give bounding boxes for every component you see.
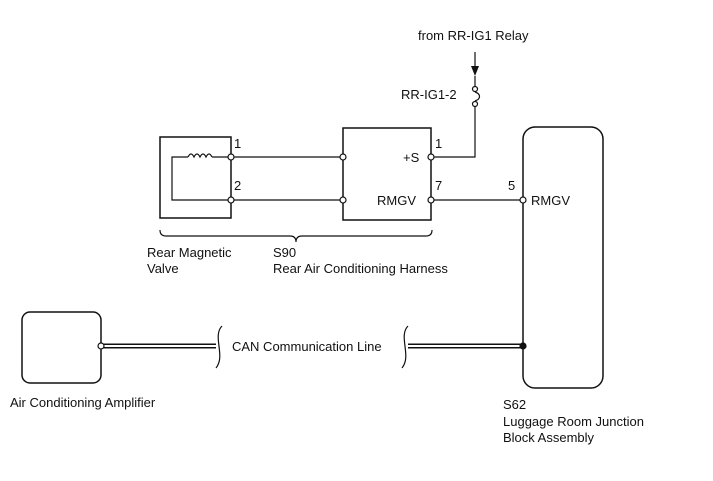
amplifier-name: Air Conditioning Amplifier (10, 395, 156, 410)
valve-name-line2: Valve (147, 261, 179, 276)
valve-pin2-number: 2 (234, 178, 241, 193)
rear-magnetic-valve-box (159, 136, 232, 219)
valve-pin1-number: 1 (234, 136, 241, 151)
harness-left-pin-bottom (339, 196, 347, 204)
junction-pin-number: 5 (508, 178, 515, 193)
fuse-top-terminal (471, 85, 479, 93)
harness-pin7-number: 7 (435, 178, 442, 193)
junction-can-pin (519, 342, 527, 350)
valve-pin2 (227, 196, 235, 204)
solenoid-coil-icon (187, 153, 213, 159)
junction-name-line2: Block Assembly (503, 430, 595, 445)
harness-pin-rmgv (427, 196, 435, 204)
harness-pin-plus-s (427, 153, 435, 161)
can-break-left-icon (215, 325, 223, 369)
power-source-label: from RR-IG1 Relay (418, 28, 529, 43)
harness-code: S90 (273, 245, 296, 260)
junction-name-line1: Luggage Room Junction (503, 414, 644, 429)
harness-pin1-number: 1 (435, 136, 442, 151)
junction-pin5 (519, 196, 527, 204)
harness-bracket (159, 229, 433, 243)
fuse-label: RR-IG1-2 (401, 87, 457, 102)
junction-pin-label: RMGV (531, 193, 570, 208)
valve-pin1 (227, 153, 235, 161)
amplifier-box (21, 311, 102, 384)
valve-name-line1: Rear Magnetic (147, 245, 232, 260)
harness-name: Rear Air Conditioning Harness (273, 261, 448, 276)
harness-rmgv-label: RMGV (377, 193, 416, 208)
fuse-bottom-terminal (471, 100, 479, 108)
harness-box (342, 127, 432, 221)
harness-left-pin-top (339, 153, 347, 161)
junction-block-box (522, 126, 604, 389)
amplifier-can-pin (97, 342, 105, 350)
harness-plus-s-label: +S (403, 150, 420, 165)
power-arrow-icon (471, 66, 479, 76)
can-line-label: CAN Communication Line (232, 339, 382, 354)
valve-internal-wire (171, 156, 231, 201)
junction-code: S62 (503, 397, 526, 412)
can-break-right-icon (401, 325, 409, 369)
fuse-to-harness-wire (430, 107, 476, 158)
fuse-element-icon (474, 91, 481, 102)
